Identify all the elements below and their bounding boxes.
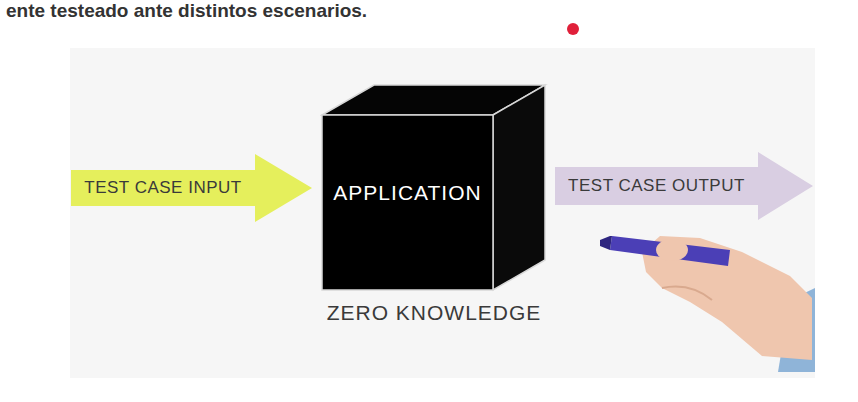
finger-crease (662, 287, 712, 301)
cube-front (322, 115, 493, 290)
output-arrow: TEST CASE OUTPUT (555, 152, 813, 220)
red-dot (567, 23, 579, 35)
cube-label: APPLICATION (322, 173, 493, 213)
cube-side (493, 85, 545, 290)
cube-caption: ZERO KNOWLEDGE (320, 298, 548, 328)
application-cube: APPLICATION ZERO KNOWLEDGE (320, 83, 548, 341)
arrow-label: TEST CASE INPUT (71, 170, 255, 206)
arrow-fill (555, 152, 813, 220)
video-panel (70, 48, 815, 378)
hand-with-marker (600, 236, 815, 372)
arrow-fill (71, 154, 312, 222)
marker (610, 236, 730, 266)
thumb (656, 239, 688, 261)
arrow-label: TEST CASE OUTPUT (555, 167, 758, 205)
slide-text: ente testeado ante distintos escenarios. (6, 0, 367, 22)
input-arrow: TEST CASE INPUT (71, 154, 312, 222)
marker-tip (600, 236, 612, 250)
